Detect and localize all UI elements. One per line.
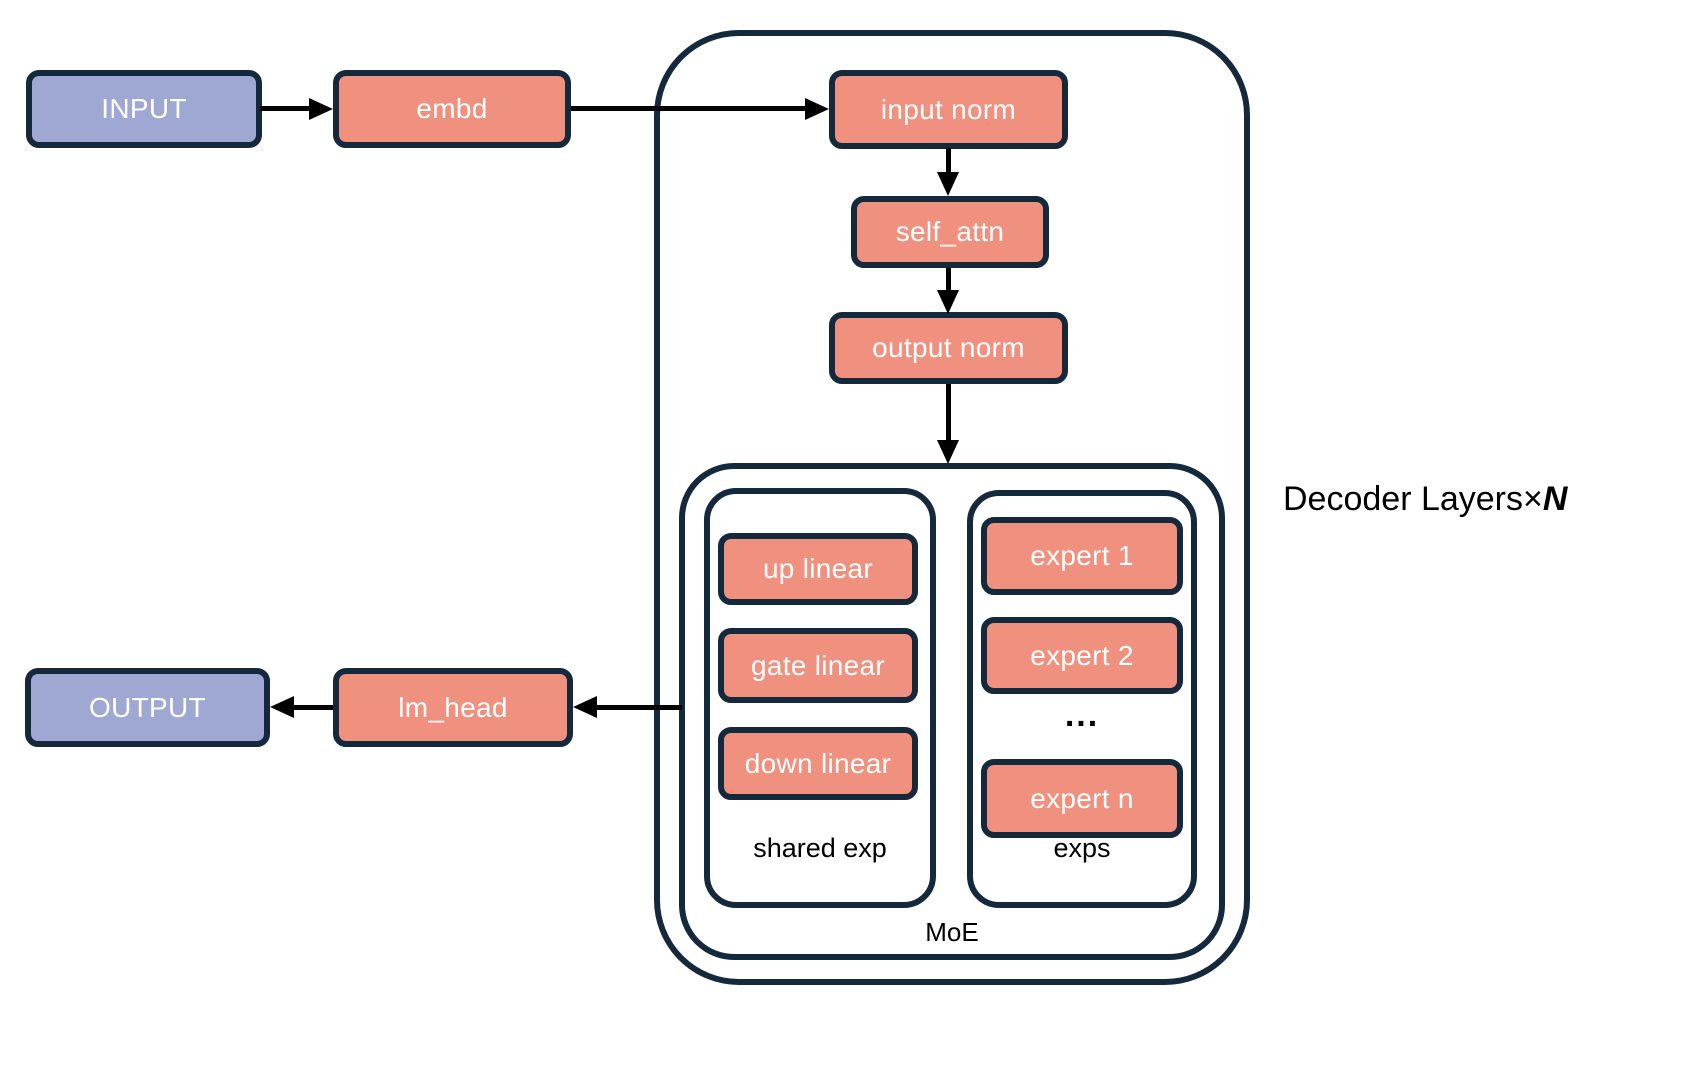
self-attn-node-label: self_attn (895, 216, 1005, 247)
shared-exp-label: shared exp (753, 833, 887, 863)
decoder-layers-container (654, 30, 1250, 985)
output-norm-node: output norm (829, 312, 1068, 384)
gate-linear-node: gate linear (718, 628, 918, 703)
decoder-layers-label: Decoder Layers×N (1283, 480, 1567, 519)
expert-2-node-label: expert 2 (1030, 639, 1134, 671)
up-linear-node: up linear (718, 533, 918, 605)
arrow-input-norm-to-self-attn-head (937, 172, 959, 196)
input-node-label: INPUT (101, 93, 187, 124)
arrow-input-to-embd-head (309, 98, 333, 120)
expert-1-node-label: expert 1 (1030, 540, 1134, 571)
moe-container (679, 463, 1225, 960)
input-node: INPUT (26, 70, 262, 148)
down-linear-node-label: down linear (744, 747, 892, 779)
up-linear-node-label: up linear (762, 553, 874, 584)
arrow-moe-to-lm-head-head (573, 696, 597, 718)
arrow-lm-head-to-output-head (270, 696, 294, 718)
decoder-layers-n: N (1542, 480, 1568, 518)
expert-n-node-label: expert n (1030, 782, 1134, 814)
arrow-input-norm-to-self-attn-shaft (946, 148, 951, 176)
expert-1-node: expert 1 (981, 517, 1183, 595)
experts-ellipsis: ... (1064, 696, 1100, 734)
output-node-label: OUTPUT (89, 691, 206, 723)
exps-label: exps (1053, 833, 1111, 863)
embd-node: embd (333, 70, 571, 148)
arrow-moe-to-lm-head-shaft (595, 705, 682, 710)
self-attn-node: self_attn (851, 196, 1049, 268)
arrow-lm-head-to-output-shaft (292, 705, 333, 710)
input-norm-node-label: input norm (880, 93, 1017, 125)
gate-linear-node-label: gate linear (750, 649, 886, 681)
arrow-embd-to-input-norm-shaft (571, 106, 809, 111)
arrow-self-attn-to-output-norm-shaft (946, 268, 951, 294)
input-norm-node: input norm (829, 70, 1068, 149)
embd-node-label: embd (416, 93, 488, 124)
expert-n-node: expert n (981, 759, 1183, 838)
lm-head-node-label: lm_head (398, 691, 508, 723)
arrow-input-to-embd-shaft (260, 106, 313, 111)
shared-exp-container (704, 488, 936, 908)
arrow-embd-to-input-norm-head (805, 98, 829, 120)
exps-container (967, 490, 1197, 908)
lm-head-node: lm_head (333, 668, 573, 747)
arrow-output-norm-to-moe-head (937, 440, 959, 464)
decoder-layers-label-prefix: Decoder Layers× (1283, 480, 1543, 518)
arrow-output-norm-to-moe-shaft (946, 384, 951, 444)
moe-label: MoE (925, 917, 979, 947)
arrow-self-attn-to-output-norm-head (937, 290, 959, 314)
expert-2-node: expert 2 (981, 617, 1183, 694)
output-node: OUTPUT (25, 668, 270, 747)
output-norm-node-label: output norm (872, 332, 1025, 363)
down-linear-node: down linear (718, 727, 918, 800)
